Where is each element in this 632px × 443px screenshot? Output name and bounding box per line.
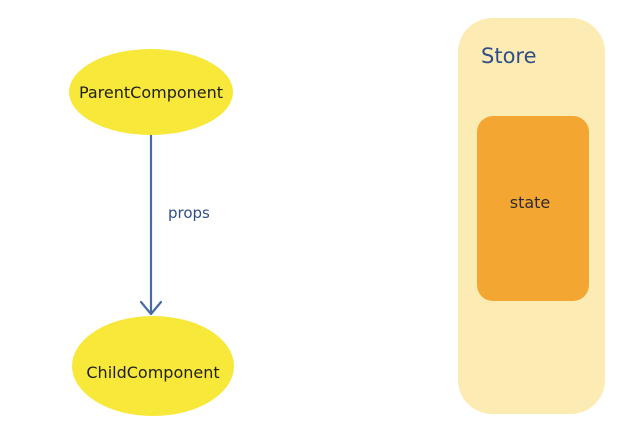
parent-component-label: ParentComponent [79, 83, 223, 102]
props-edge-label: props [168, 204, 210, 222]
store-title: Store [481, 44, 537, 68]
store-container: Store state [458, 18, 605, 414]
child-component-node: ChildComponent [72, 316, 234, 416]
props-arrow-head [139, 300, 163, 316]
props-edge: props [139, 135, 210, 316]
parent-component-ellipse [69, 49, 233, 135]
state-block: state [477, 116, 589, 301]
state-label: state [510, 193, 551, 212]
child-component-ellipse [72, 316, 234, 416]
child-component-label: ChildComponent [86, 363, 219, 382]
state-box [477, 116, 589, 301]
parent-component-node: ParentComponent [69, 49, 233, 135]
